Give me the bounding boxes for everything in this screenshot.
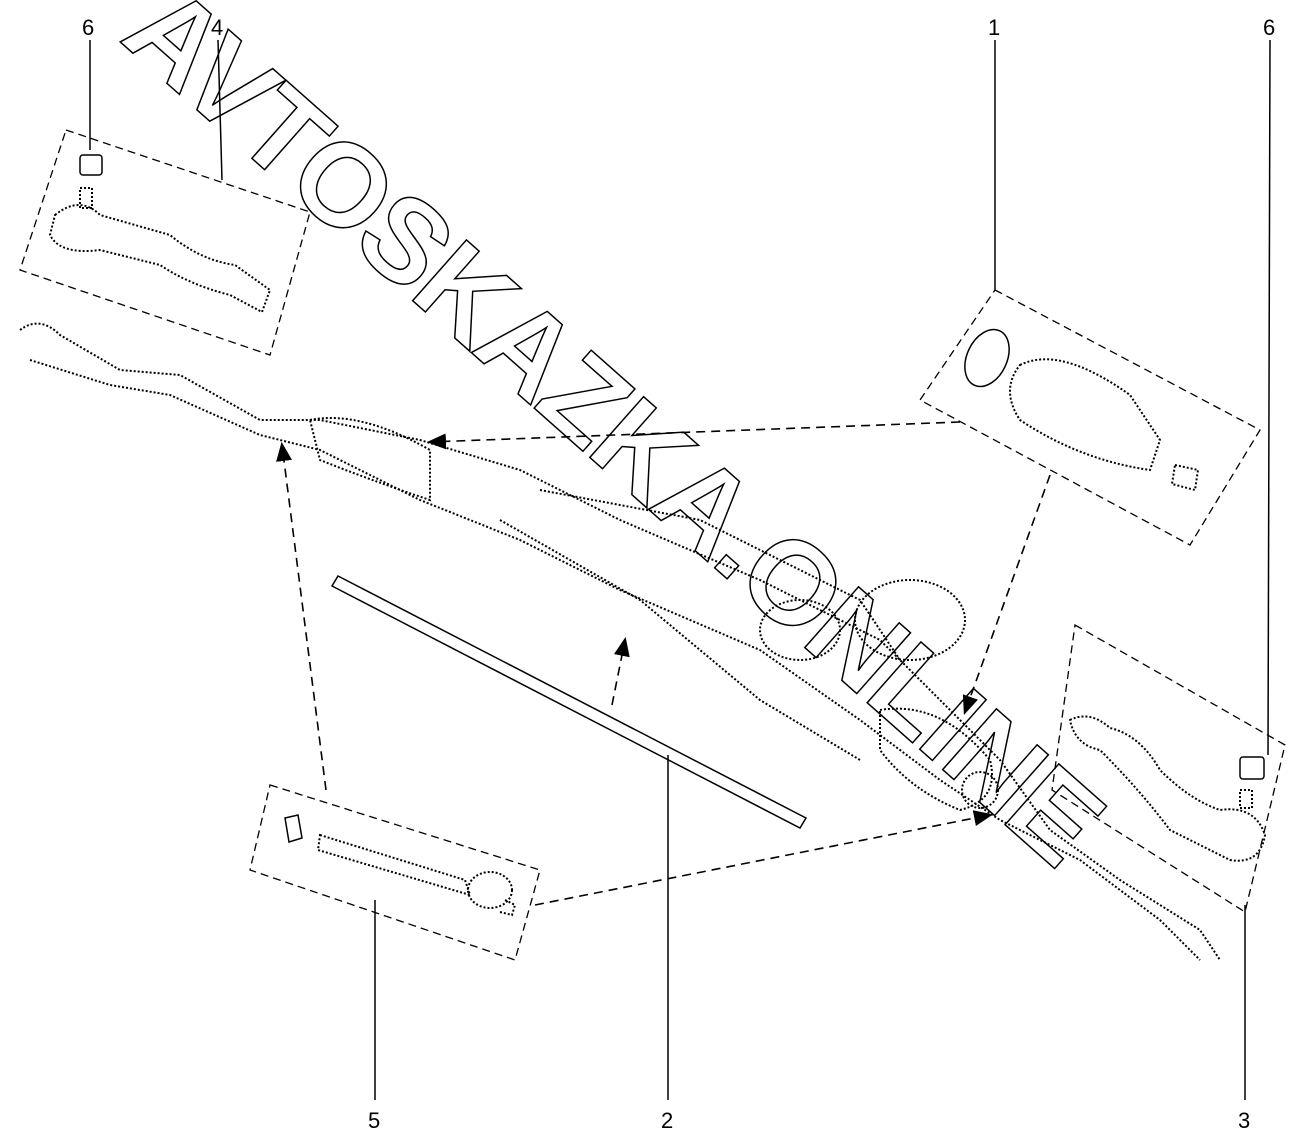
- group-box-boot-kit: [919, 289, 1261, 546]
- boot-kit: [964, 328, 1200, 492]
- callout-1: 1: [988, 15, 1000, 40]
- callout-2: 2: [661, 1108, 673, 1133]
- tie-rod-end-right: [1068, 715, 1267, 862]
- rack-bar: [330, 575, 808, 829]
- callout-3: 3: [1238, 1108, 1250, 1133]
- callout-5: 5: [368, 1108, 380, 1133]
- svg-text:AVTOSKAZKA.ONLINE: AVTOSKAZKA.ONLINE: [101, 0, 1127, 890]
- inner-tie-rod: [284, 814, 517, 917]
- watermark: AVTOSKAZKA.ONLINE: [100, 0, 1128, 891]
- callout-6-right: 6: [1263, 15, 1275, 40]
- callout-6-left: 6: [82, 15, 94, 40]
- group-box-tie-rod-end-right: [1051, 623, 1286, 914]
- group-box-inner-tie-rod: [249, 784, 541, 961]
- assembly-arrows: [276, 421, 1051, 906]
- steering-rack-housing: [19, 322, 1221, 961]
- leader-lines: [89, 39, 1271, 1100]
- group-box-tie-rod-end-left: [19, 129, 311, 356]
- callout-4: 4: [211, 15, 223, 40]
- tie-rod-end-left: [48, 154, 272, 314]
